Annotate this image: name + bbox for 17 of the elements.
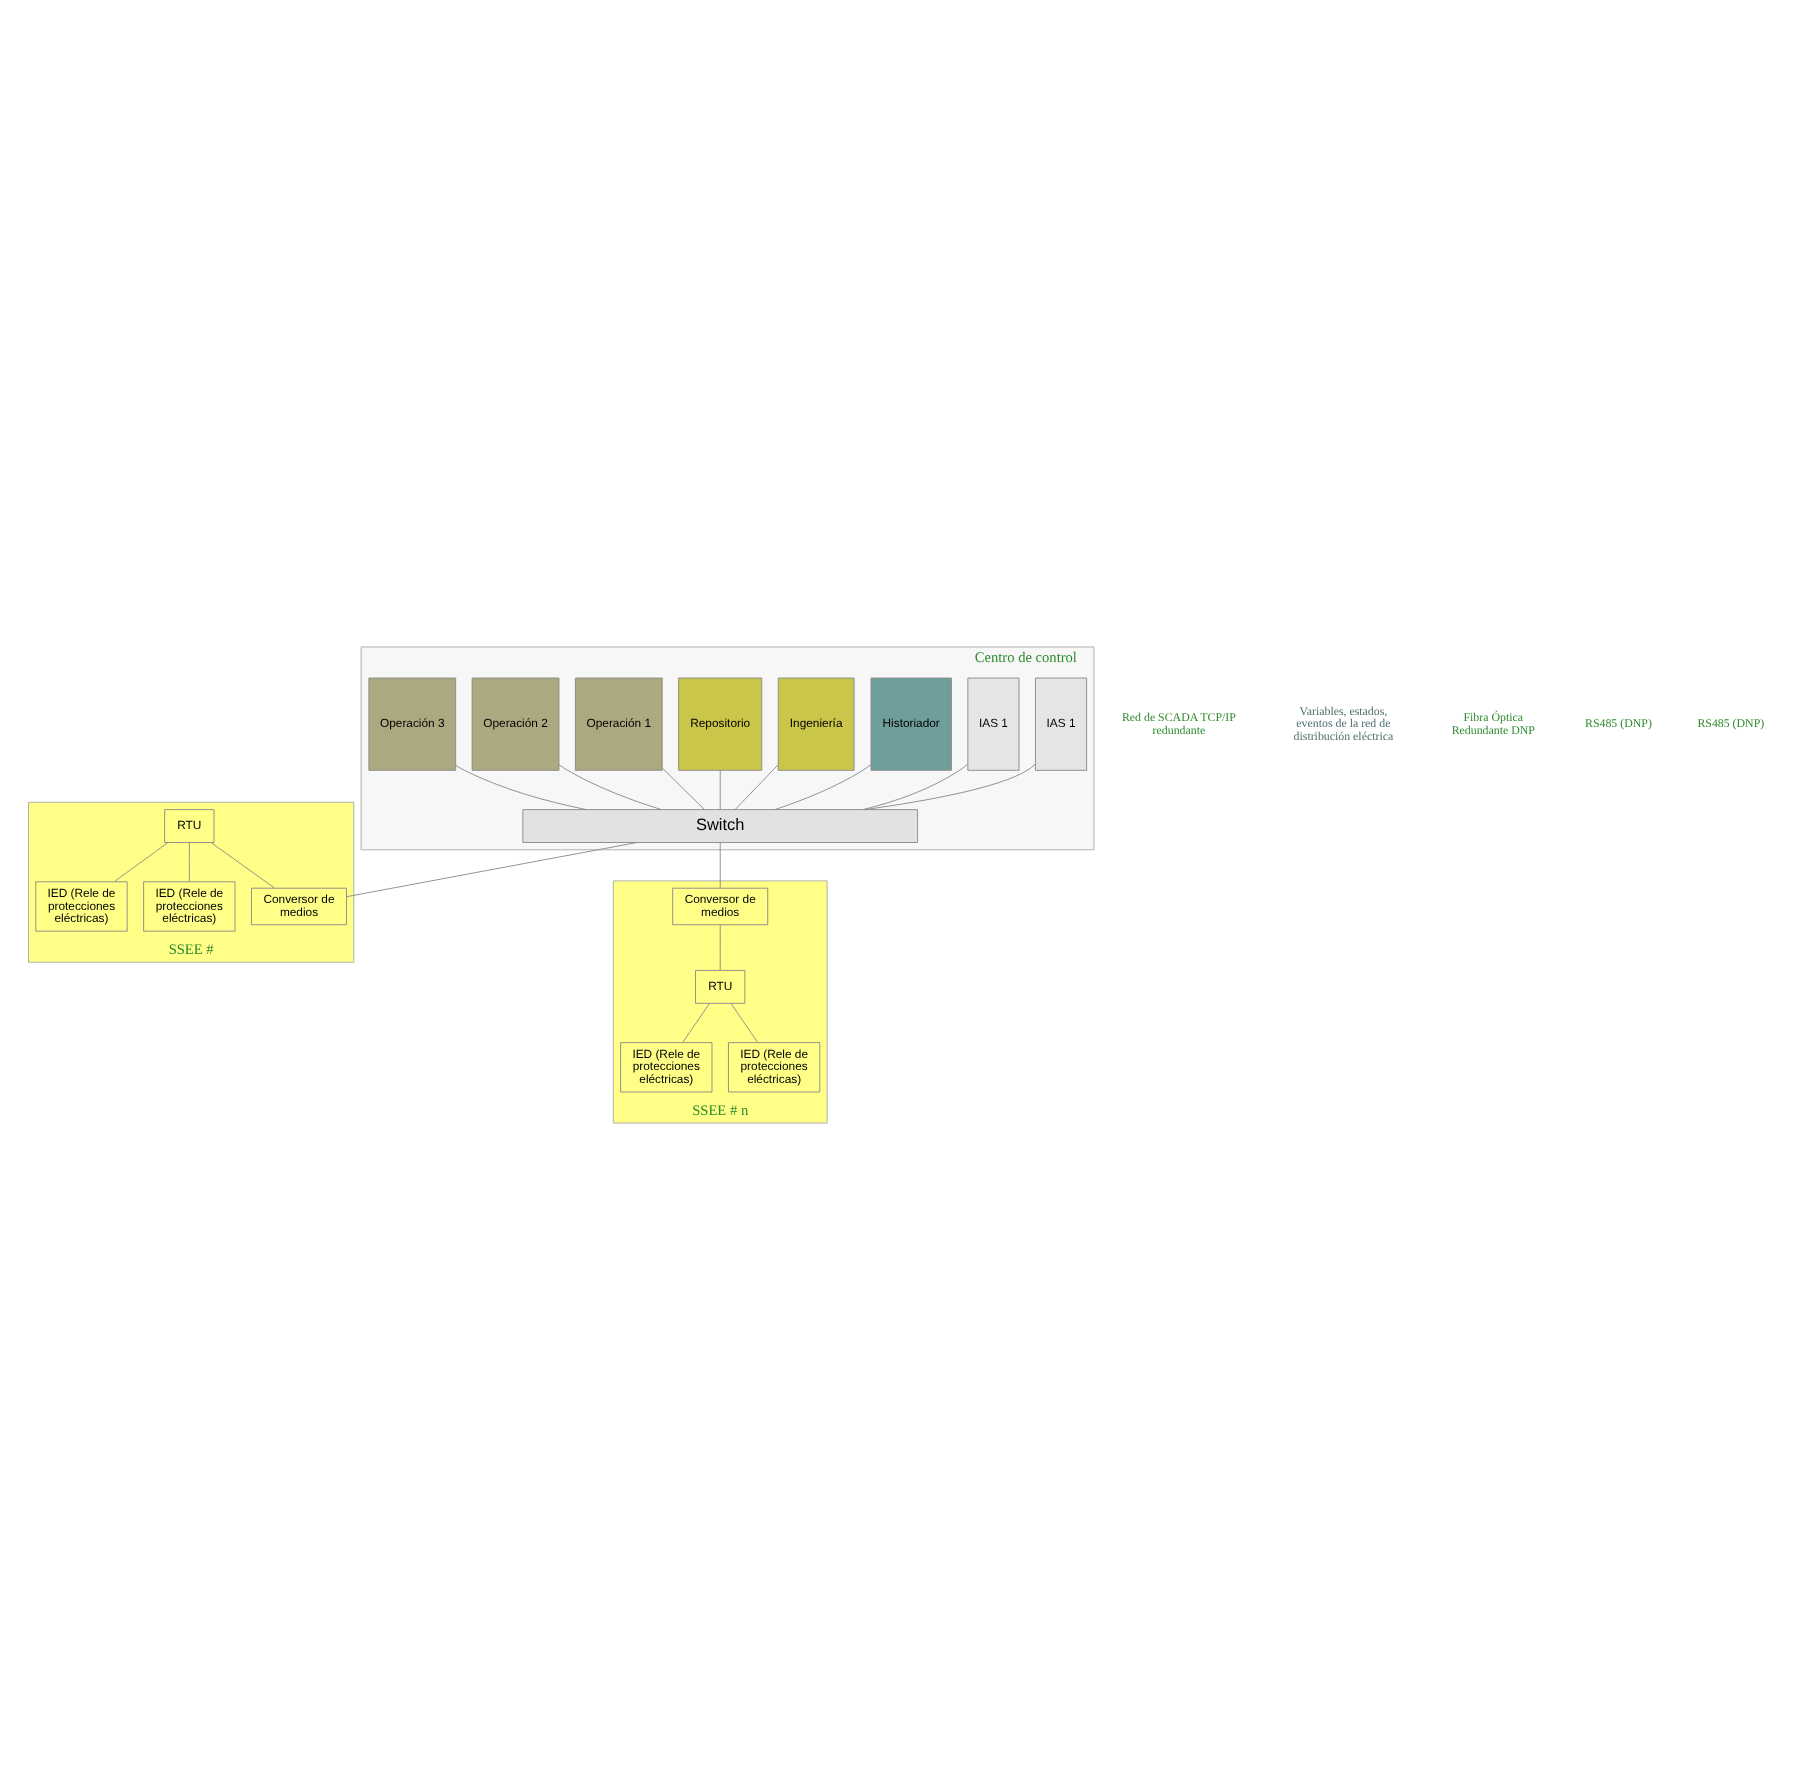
connector <box>862 762 968 810</box>
connector <box>864 762 1036 810</box>
connector <box>661 766 705 809</box>
connector <box>719 841 721 888</box>
connector <box>346 841 638 897</box>
node-box: Switch <box>522 808 919 842</box>
connector <box>734 763 779 809</box>
connector <box>774 763 872 810</box>
connector <box>682 1002 710 1042</box>
connector <box>455 764 587 810</box>
connector <box>210 841 275 888</box>
connector <box>188 841 190 882</box>
connector <box>730 1002 759 1042</box>
connector <box>719 768 721 809</box>
connector <box>719 923 721 970</box>
connector <box>114 841 169 881</box>
connector <box>558 763 662 809</box>
